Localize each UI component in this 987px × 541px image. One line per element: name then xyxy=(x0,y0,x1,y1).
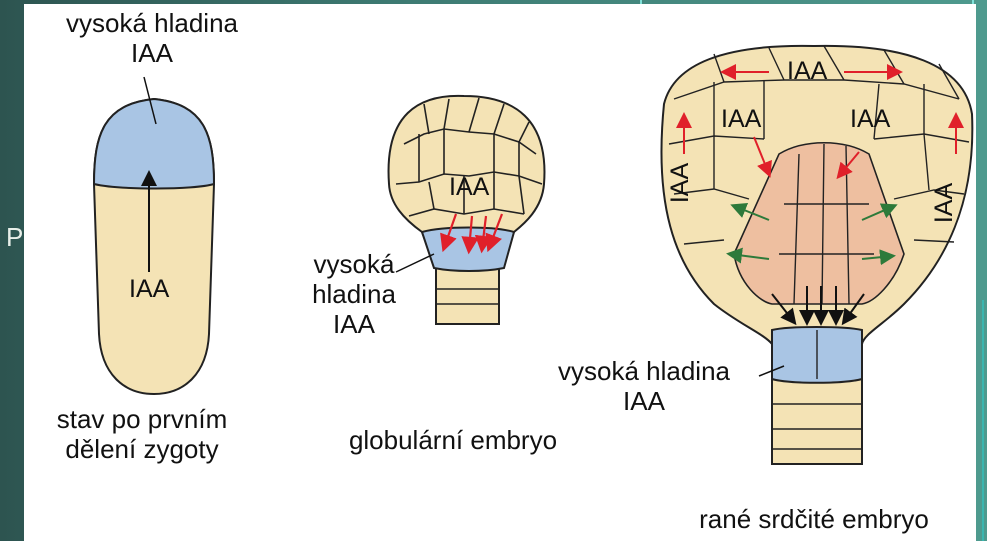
heart-high-iaa-label: vysoká hladina IAA xyxy=(524,356,764,416)
globular-stage xyxy=(389,96,545,324)
zygote-caption: stav po prvním dělení zygoty xyxy=(32,404,252,464)
zygote-caption-line2: dělení zygoty xyxy=(32,434,252,464)
globular-caption: globulární embryo xyxy=(318,425,588,455)
zygote-high-iaa-label: vysoká hladina IAA xyxy=(42,8,262,68)
heart-iaa-left-inner-label: IAA xyxy=(721,106,761,132)
globular-high-iaa-line2: hladina xyxy=(304,279,404,309)
zygote-stage xyxy=(94,77,214,394)
heart-caption: rané srdčité embryo xyxy=(664,504,964,534)
zygote-high-iaa-line2: IAA xyxy=(42,38,262,68)
slide-decoration-edge xyxy=(982,300,984,541)
globular-high-iaa-label: vysoká hladina IAA xyxy=(304,249,404,339)
slide-background-text: P xyxy=(6,222,23,253)
zygote-high-iaa-line1: vysoká hladina xyxy=(42,8,262,38)
zygote-iaa-label: IAA xyxy=(129,276,169,302)
heart-iaa-top-label: IAA xyxy=(787,58,827,84)
globular-high-iaa-line3: IAA xyxy=(304,309,404,339)
figure-panel: vysoká hladina IAA IAA stav po prvním dě… xyxy=(24,4,976,541)
globular-high-iaa-line1: vysoká xyxy=(304,249,404,279)
globular-iaa-label: IAA xyxy=(449,174,489,200)
heart-high-iaa-line2: IAA xyxy=(524,386,764,416)
heart-iaa-right-inner-label: IAA xyxy=(850,106,890,132)
heart-iaa-left-side-label: IAA xyxy=(667,163,693,203)
zygote-caption-line1: stav po prvním xyxy=(32,404,252,434)
heart-high-iaa-line1: vysoká hladina xyxy=(524,356,764,386)
heart-iaa-right-side-label: IAA xyxy=(931,183,957,223)
